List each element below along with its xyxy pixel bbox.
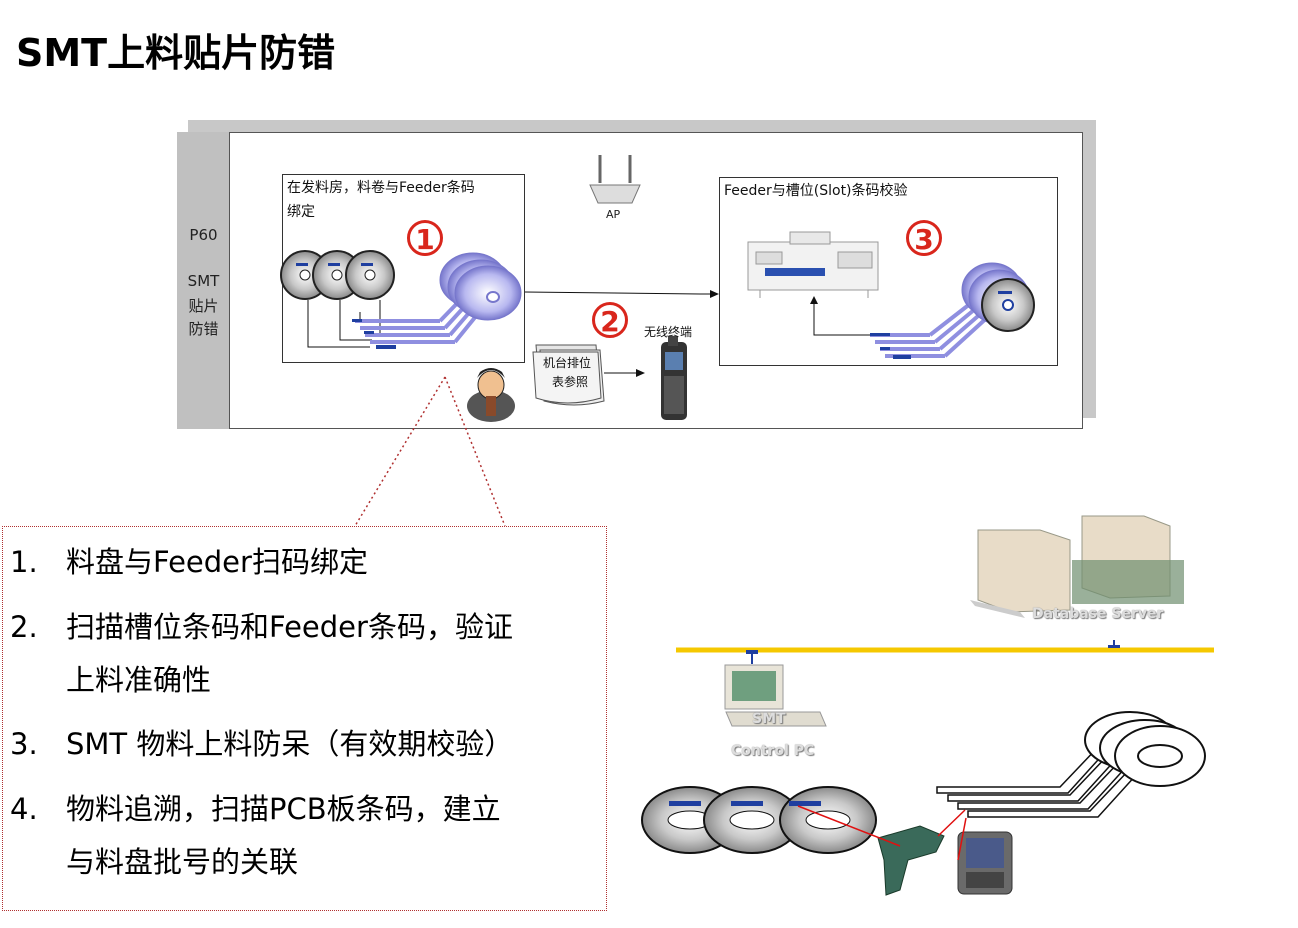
slot-arrow — [813, 300, 870, 336]
control-pc-label: Control PC — [731, 743, 815, 759]
layout-sheet-text-2: 表参照 — [552, 375, 589, 389]
list-item-2: 2. 扫描槽位条码和Feeder条码，验证 — [10, 607, 513, 647]
list-item-text: 扫描槽位条码和Feeder条码，验证 — [66, 610, 513, 644]
list-item-number: 2. — [10, 610, 38, 644]
side-label-errorproof: 防错 — [188, 320, 219, 338]
side-label-mount: 贴片 — [188, 297, 219, 315]
list-item-4-continued: 与料盘批号的关联 — [66, 845, 299, 879]
smt-machine-icon — [747, 231, 879, 298]
binding-step-text-2: 绑定 — [287, 204, 315, 220]
side-label-p60: P60 — [189, 226, 218, 244]
list-item-number: 3. — [10, 727, 38, 761]
terminal-label: 无线终端 — [644, 325, 693, 339]
side-label-column — [177, 132, 230, 429]
list-item-2-continued: 上料准确性 — [66, 663, 212, 697]
database-server-label: Database Server — [1032, 606, 1164, 622]
list-item-1: 1. 料盘与Feeder扫码绑定 — [10, 542, 368, 582]
ap-text: AP — [606, 208, 621, 221]
step-2-marker: 2 — [592, 302, 628, 338]
scan-beams — [797, 805, 967, 861]
layout-sheet-icon — [532, 344, 605, 406]
list-item-text: 物料追溯，扫描PCB板条码，建立 — [66, 792, 501, 826]
slot-verify-text: Feeder与槽位(Slot)条码校验 — [724, 183, 908, 199]
network-bus — [676, 640, 1214, 664]
operator-icon — [467, 368, 515, 422]
feeder-stack-box1 — [352, 252, 522, 349]
barcode-scanner-icon — [877, 825, 945, 896]
layout-sheet-text-1: 机台排位 — [543, 356, 592, 370]
list-item-3: 3. SMT 物料上料防呆（有效期校验） — [10, 724, 513, 764]
binding-arrows — [307, 300, 382, 348]
feeder-stack-box3 — [870, 262, 1035, 359]
pda-icon — [957, 831, 1013, 895]
page-title: SMT上料贴片防错 — [16, 31, 336, 75]
list-item-number: 1. — [10, 545, 38, 579]
list-item-number: 4. — [10, 792, 38, 826]
bottom-reel-group — [641, 786, 877, 854]
step-1-marker: 1 — [407, 220, 443, 256]
callout-connector — [354, 376, 506, 527]
list-item-text: SMT 物料上料防呆（有效期校验） — [66, 727, 514, 761]
bottom-feeder-stack — [936, 711, 1206, 818]
smt-pc-label: SMT — [752, 711, 786, 727]
list-item-text: 料盘与Feeder扫码绑定 — [66, 545, 368, 579]
side-label-smt: SMT — [187, 272, 220, 290]
step-3-marker: 3 — [906, 220, 942, 256]
reel-group-box1 — [280, 250, 395, 300]
list-item-4: 4. 物料追溯，扫描PCB板条码，建立 — [10, 789, 501, 829]
flow-arrow — [524, 290, 719, 298]
handheld-terminal-icon — [661, 336, 687, 420]
control-pc-icon — [724, 664, 827, 727]
database-server-icon — [970, 515, 1184, 618]
binding-step-text-1: 在发料房，料卷与Feeder条码 — [287, 180, 475, 196]
feature-callout-box — [2, 526, 607, 911]
ap-router-icon — [589, 155, 641, 204]
